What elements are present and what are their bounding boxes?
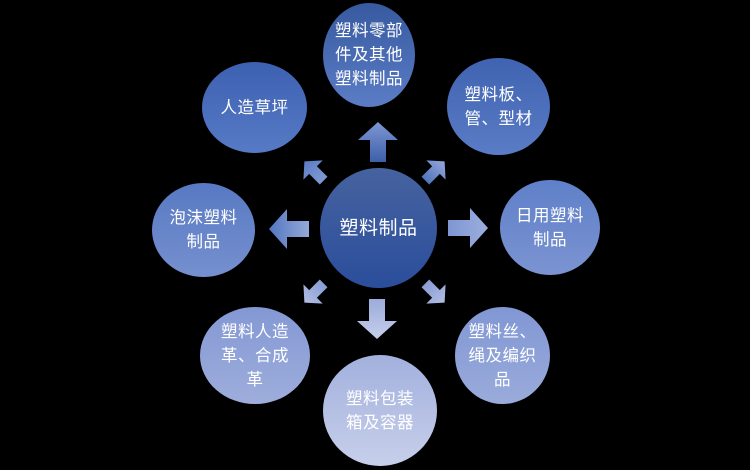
node-right-label: 日用塑料制品 bbox=[516, 205, 584, 249]
node-top-left: 人造草坪 bbox=[202, 62, 307, 153]
node-bottom: 塑料包装箱及容器 bbox=[323, 355, 437, 466]
node-bottom-left: 塑料人造革、合成革 bbox=[200, 307, 310, 404]
arrow-right-icon bbox=[447, 207, 489, 249]
node-bottom-right-label: 塑料丝、绳及编织品 bbox=[468, 321, 537, 389]
arrow-up-right-icon bbox=[415, 151, 455, 191]
node-bottom-label: 塑料包装箱及容器 bbox=[346, 388, 414, 432]
node-left-label: 泡沫塑料制品 bbox=[169, 208, 238, 251]
arrow-down-icon bbox=[356, 298, 398, 340]
arrow-up-icon bbox=[357, 121, 399, 163]
arrow-down-left-icon bbox=[294, 273, 334, 313]
node-top-right-label: 塑料板、管、型材 bbox=[464, 84, 533, 128]
node-left: 泡沫塑料制品 bbox=[152, 183, 255, 277]
node-right: 日用塑料制品 bbox=[500, 180, 600, 275]
node-top-right: 塑料板、管、型材 bbox=[447, 58, 550, 155]
node-bottom-right: 塑料丝、绳及编织品 bbox=[455, 307, 550, 404]
node-bottom-left-label: 塑料人造革、合成革 bbox=[221, 321, 289, 389]
node-top: 塑料零部件及其他塑料制品 bbox=[323, 3, 415, 107]
arrow-left-icon bbox=[268, 208, 310, 250]
arrow-down-right-icon bbox=[415, 273, 455, 313]
node-center-label: 塑料制品 bbox=[339, 217, 418, 239]
node-center: 塑料制品 bbox=[320, 168, 437, 288]
node-top-label: 塑料零部件及其他塑料制品 bbox=[335, 21, 403, 88]
arrow-up-left-icon bbox=[294, 151, 334, 191]
node-top-left-label: 人造草坪 bbox=[220, 97, 289, 117]
